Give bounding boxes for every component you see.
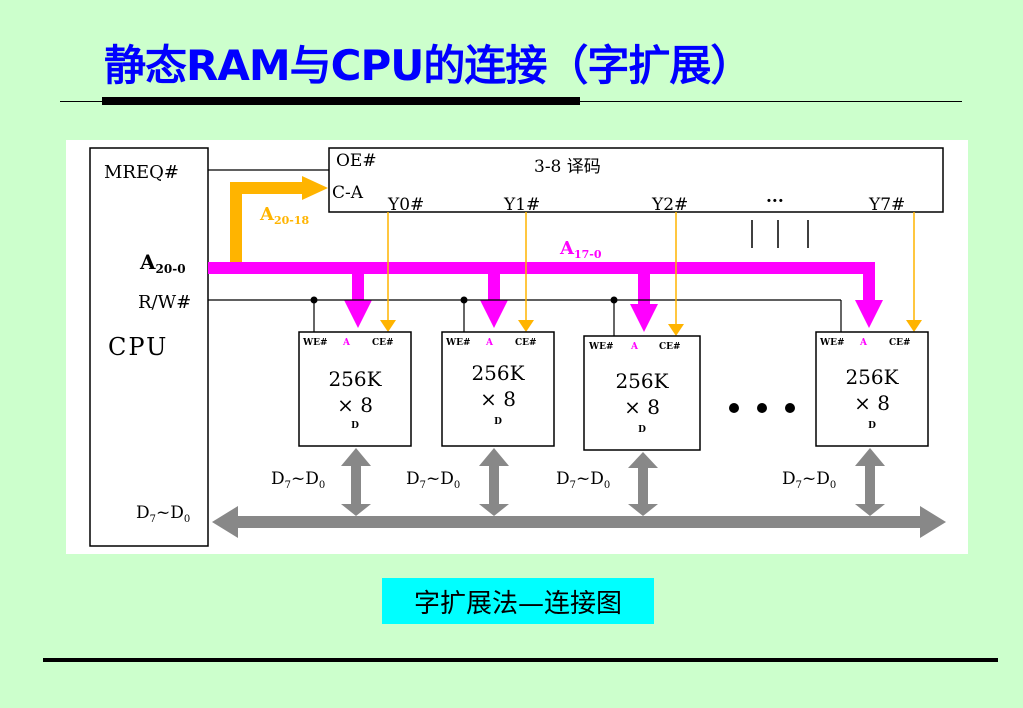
chip-we-label: WE# <box>445 338 471 348</box>
chip-d-label: D <box>351 421 359 431</box>
memory-chip-4: WE# A CE# 256K × 8 D <box>815 331 929 447</box>
more-chips-dot <box>757 403 767 413</box>
address-arrowhead-chip-4 <box>855 300 883 328</box>
decoder-title: 3-8 译码 <box>534 157 601 177</box>
connection-diagram: MREQ# A20-0 R/W# CPU D7~D0 OE# 3-8 译码 C-… <box>89 147 946 547</box>
decoder-output-ellipsis: ... <box>766 187 784 207</box>
low-address-bus <box>208 262 870 274</box>
select-arrowhead-y7 <box>906 320 922 332</box>
chip-4-data-label: D7~D0 <box>782 469 836 491</box>
decoder-oe-label: OE# <box>336 151 377 171</box>
decoder-box <box>328 147 944 213</box>
chip-a-label: A <box>485 338 494 348</box>
footer-divider <box>43 658 998 662</box>
chip-capacity: 256K <box>471 361 525 385</box>
data-bus <box>234 516 924 528</box>
decoder-output-y0: Y0# <box>387 195 424 215</box>
address-arrowhead-chip-3 <box>630 304 658 332</box>
cpu-data-label: D7~D0 <box>136 503 190 525</box>
chip-ce-label: CE# <box>515 338 537 348</box>
chip-d-label: D <box>868 421 876 431</box>
chip-width: × 8 <box>854 391 890 415</box>
rw-junction <box>460 296 468 304</box>
address-arrowhead-chip-1 <box>344 300 372 328</box>
chip-data-connector-4 <box>855 448 885 516</box>
chip-we-label: WE# <box>819 338 845 348</box>
chip-a-label: A <box>859 338 868 348</box>
address-drop-bus-chip-4 <box>863 262 875 302</box>
chip-data-connector-3 <box>628 452 658 516</box>
cpu-label: CPU <box>108 333 168 361</box>
chip-ce-label: CE# <box>889 338 911 348</box>
chip-capacity: 256K <box>615 369 669 393</box>
more-chips-dot <box>785 403 795 413</box>
memory-chip-2: WE# A CE# 256K × 8 D <box>441 331 555 447</box>
cpu-rw-label: R/W# <box>138 292 191 313</box>
memory-chip-3: WE# A CE# 256K × 8 D <box>583 335 701 451</box>
data-bus-right-arrowhead <box>920 506 946 538</box>
decoder-ca-label: C-A <box>332 183 364 203</box>
address-arrowhead-chip-2 <box>480 300 508 328</box>
high-address-arrow <box>230 182 306 268</box>
chip-d-label: D <box>494 417 502 427</box>
chip-data-connector-1 <box>341 448 371 516</box>
chip-width: × 8 <box>337 393 373 417</box>
rw-junction <box>610 296 618 304</box>
chip-capacity: 256K <box>845 365 899 389</box>
decoder-output-y2: Y2# <box>651 195 688 215</box>
address-drop-bus-chip-3 <box>638 262 650 306</box>
chip-we-label: WE# <box>302 338 328 348</box>
address-drop-bus-chip-1 <box>352 262 364 302</box>
more-chips-dot <box>729 403 739 413</box>
decoder-output-y1: Y1# <box>503 195 540 215</box>
chip-a-label: A <box>630 342 639 352</box>
decoder-output-y7: Y7# <box>868 195 905 215</box>
chip-width: × 8 <box>480 387 516 411</box>
diagram-panel: MREQ# A20-0 R/W# CPU D7~D0 OE# 3-8 译码 C-… <box>66 140 968 554</box>
rw-junction <box>310 296 318 304</box>
high-address-label: A20-18 <box>259 204 309 227</box>
low-address-label: A17-0 <box>559 238 602 261</box>
chip-ce-label: CE# <box>372 338 394 348</box>
chip-3-data-label: D7~D0 <box>556 469 610 491</box>
diagram-caption: 字扩展法—连接图 <box>382 578 654 624</box>
chip-data-connector-2 <box>479 448 509 516</box>
chip-capacity: 256K <box>328 367 382 391</box>
chip-2-data-label: D7~D0 <box>406 469 460 491</box>
select-arrowhead-y2 <box>668 324 684 336</box>
cpu-addr-label: A20-0 <box>139 250 186 276</box>
title-underline <box>102 97 580 105</box>
cpu-box <box>89 147 209 547</box>
cpu-mreq-label: MREQ# <box>104 162 179 183</box>
chip-a-label: A <box>342 338 351 348</box>
chip-d-label: D <box>638 425 646 435</box>
chip-1-data-label: D7~D0 <box>271 469 325 491</box>
high-address-arrowhead <box>302 176 328 200</box>
chip-we-label: WE# <box>588 342 614 352</box>
memory-chip-1: WE# A CE# 256K × 8 D <box>298 331 412 447</box>
slide-title: 静态RAM与CPU的连接（字扩展） <box>104 41 752 90</box>
chip-ce-label: CE# <box>659 342 681 352</box>
select-arrowhead-y1 <box>518 320 534 332</box>
address-drop-bus-chip-2 <box>488 262 500 302</box>
chip-width: × 8 <box>624 395 660 419</box>
select-arrowhead-y0 <box>380 320 396 332</box>
data-bus-left-arrowhead <box>212 506 238 538</box>
